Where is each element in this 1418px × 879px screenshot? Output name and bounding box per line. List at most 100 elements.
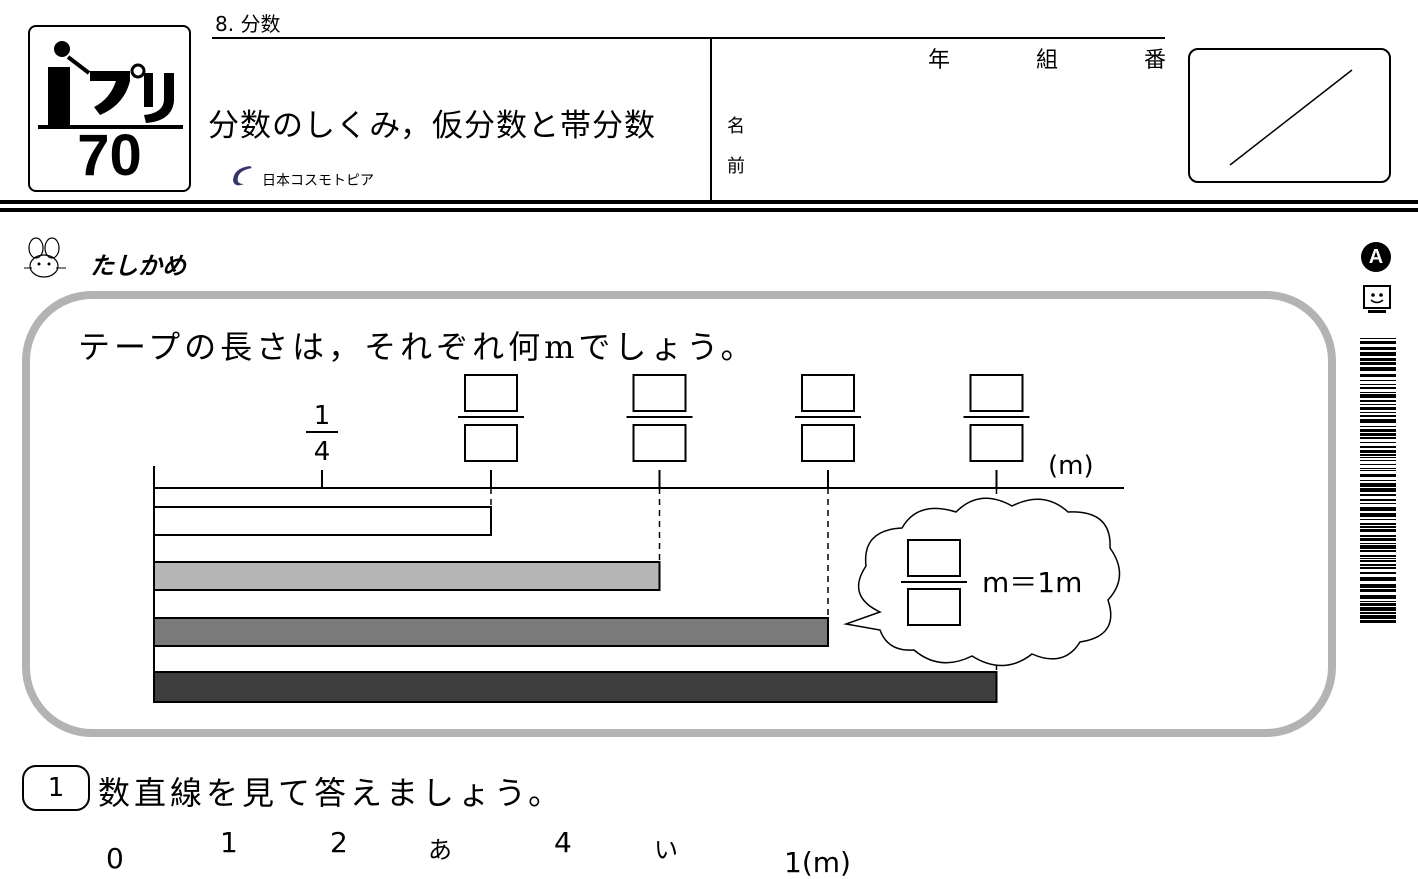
numberline-label-1m: 1(m) — [784, 846, 851, 879]
tape-bar-1 — [153, 506, 492, 536]
answer-denominator-box-4[interactable] — [969, 424, 1024, 462]
barcode-bar — [1360, 433, 1396, 436]
fraction-denominator: 4 — [314, 437, 331, 467]
barcode-bar — [1360, 513, 1396, 517]
bubble-text: m＝1m — [982, 566, 1082, 599]
answer-numerator-box-3[interactable] — [801, 374, 855, 412]
numberline-label-2: 2 — [330, 826, 348, 859]
barcode-bar — [1360, 480, 1396, 481]
answer-denominator-box-3[interactable] — [801, 424, 855, 462]
barcode-bar — [1360, 620, 1396, 623]
answer-numerator-box-1[interactable] — [464, 374, 518, 412]
barcode-bar — [1360, 415, 1396, 417]
barcode-bar — [1360, 483, 1396, 487]
barcode-bar — [1360, 474, 1396, 477]
barcode-bar — [1360, 358, 1396, 361]
bubble-numerator-box[interactable] — [907, 539, 961, 577]
barcode-bar — [1360, 338, 1396, 339]
barcode-bar — [1360, 352, 1396, 356]
answer-boxes-group — [458, 374, 1030, 462]
barcode-bar — [1360, 384, 1396, 385]
fraction-numerator: 1 — [314, 401, 331, 431]
answer-denominator-box-1[interactable] — [464, 424, 518, 462]
barcode-bar — [1360, 407, 1396, 410]
answer-numerator-box-4[interactable] — [969, 374, 1024, 412]
page-title: 分数のしくみ，仮分数と帯分数 — [208, 108, 656, 144]
year-label: 年 — [928, 48, 951, 73]
barcode-bar — [1360, 362, 1396, 365]
barcode-bar — [1360, 404, 1396, 405]
barcode-bar — [1360, 437, 1396, 439]
tape-bar-4 — [153, 671, 998, 703]
barcode-bar — [1360, 429, 1396, 432]
barcode-bar — [1360, 560, 1396, 562]
level-badge: A — [1361, 242, 1391, 272]
numberline-label-0: 0 — [106, 842, 124, 875]
bubble-denominator-box[interactable] — [907, 588, 961, 626]
barcode-bar — [1360, 607, 1396, 611]
barcode-bar — [1360, 460, 1396, 461]
barcode-bar — [1360, 394, 1396, 398]
numberline-label-1: 1 — [220, 826, 238, 859]
tapes-group — [153, 470, 998, 703]
barcode-bar — [1360, 584, 1396, 588]
barcode-bar — [1360, 347, 1396, 350]
answer-denominator-box-2[interactable] — [632, 424, 687, 462]
barcode-bar — [1360, 523, 1396, 525]
barcode-bar — [1360, 468, 1396, 469]
publisher-name: 日本コスモトピア — [262, 173, 374, 189]
question-text: テープの長さは，それぞれ何mでしょう。 — [78, 328, 757, 366]
barcode-bar — [1360, 470, 1396, 471]
barcode-bar — [1360, 612, 1396, 614]
barcode-bar — [1360, 341, 1396, 344]
barcode-bar — [1360, 392, 1396, 393]
barcode-bar — [1360, 545, 1396, 549]
logo-number: 70 — [77, 123, 142, 188]
barcode-icon — [1360, 338, 1396, 623]
barcode-bar — [1360, 543, 1396, 544]
barcode-bar — [1360, 589, 1396, 592]
barcode-bar — [1360, 526, 1396, 528]
question-1-number: 1 — [22, 765, 90, 811]
publisher-logo-icon — [233, 166, 252, 186]
barcode-bar — [1360, 442, 1396, 443]
barcode-bar — [1360, 615, 1396, 619]
tape-chart: 1 4 (m) m＝1m — [153, 374, 1124, 703]
app-logo: 70 — [28, 25, 191, 192]
barcode-bar — [1360, 380, 1396, 381]
barcode-bar — [1360, 450, 1396, 453]
barcode-bar — [1360, 595, 1396, 599]
barcode-bar — [1360, 567, 1396, 569]
unit-label: (m) — [1048, 451, 1094, 481]
barcode-bar — [1360, 519, 1396, 520]
section-title: たしかめ — [90, 252, 186, 280]
barcode-bar — [1360, 503, 1396, 504]
tape-bar-2 — [153, 561, 661, 591]
answer-numerator-box-2[interactable] — [632, 374, 687, 412]
header-lines — [0, 37, 1418, 212]
barcode-bar — [1360, 412, 1396, 413]
class-label: 組 — [1036, 48, 1059, 73]
barcode-bar — [1360, 564, 1396, 566]
barcode-bar — [1360, 464, 1396, 465]
ipuri-logo-icon — [38, 41, 183, 129]
barcode-bar — [1360, 367, 1396, 371]
numberline-label-i: い — [654, 836, 678, 864]
barcode-bar — [1360, 603, 1396, 606]
barcode-bar — [1360, 457, 1396, 458]
barcode-bar — [1360, 538, 1396, 541]
number-label: 番 — [1144, 48, 1167, 73]
barcode-bar — [1360, 374, 1396, 377]
chapter-label: 8. 分数 — [215, 12, 281, 36]
numberline-label-a: あ — [428, 836, 452, 864]
score-slash — [1229, 69, 1353, 166]
barcode-bar — [1360, 558, 1396, 559]
monitor-icon — [1363, 285, 1391, 313]
name-label-1: 名 — [727, 116, 745, 137]
exercise-panel — [22, 291, 1336, 737]
question-1-text: 数直線を見て答えましょう。 — [98, 774, 565, 812]
barcode-bar — [1360, 555, 1396, 557]
barcode-bar — [1360, 529, 1396, 532]
tape-bar-3 — [153, 617, 829, 647]
barcode-bar — [1360, 400, 1396, 402]
